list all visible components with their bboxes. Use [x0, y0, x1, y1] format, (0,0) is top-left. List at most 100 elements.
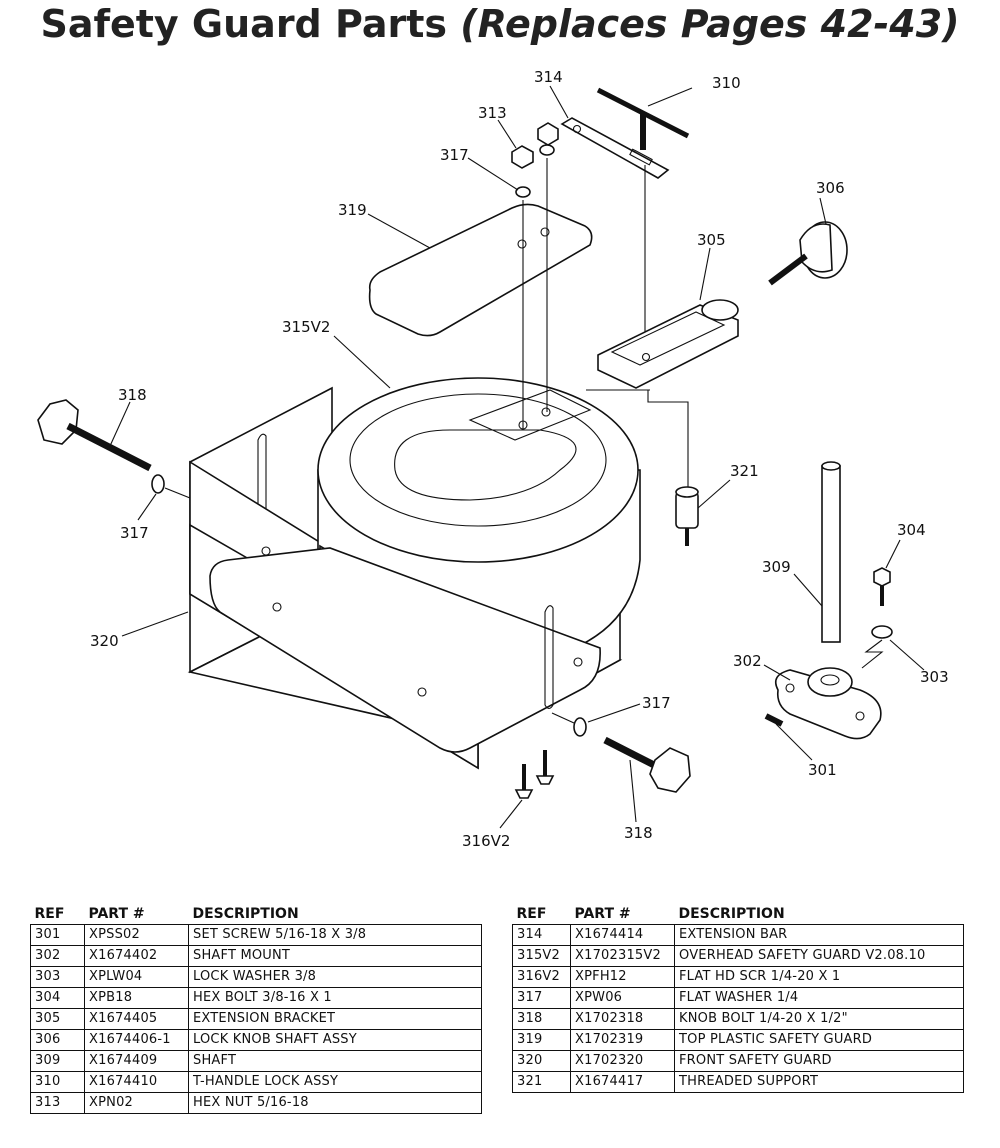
callout-317: 317 [440, 146, 469, 164]
part-number-cell: X1702315V2 [570, 945, 675, 967]
description-cell: THREADED SUPPORT [674, 1071, 964, 1093]
ref-cell: 314 [512, 924, 571, 946]
knob-bolt-left-part [37, 399, 191, 499]
header-ref: REF [34, 906, 65, 922]
description-cell: TOP PLASTIC SAFETY GUARD [674, 1029, 964, 1051]
ref-cell: 305 [30, 1008, 85, 1030]
description-cell: T-HANDLE LOCK ASSY [188, 1071, 482, 1093]
description-cell: LOCK KNOB SHAFT ASSY [188, 1029, 482, 1051]
ref-cell: 301 [30, 924, 85, 946]
description-cell: SHAFT [188, 1050, 482, 1072]
ref-cell: 306 [30, 1029, 85, 1051]
top-plastic-guard-part [368, 203, 593, 337]
extension-bracket-part [586, 299, 739, 490]
header-description: DESCRIPTION [678, 906, 785, 922]
callout-309: 309 [762, 558, 791, 576]
header-part: PART # [574, 906, 631, 922]
ref-cell: 318 [512, 1008, 571, 1030]
callout-305: 305 [697, 231, 726, 249]
part-number-cell: X1674414 [570, 924, 675, 946]
callout-306: 306 [816, 179, 845, 197]
t-handle-lock-part [596, 87, 690, 355]
callout-316v2: 316V2 [462, 832, 510, 850]
header-description: DESCRIPTION [192, 906, 299, 922]
callout-317: 317 [120, 524, 149, 542]
description-cell: FLAT WASHER 1/4 [674, 987, 964, 1009]
header-ref: REF [516, 906, 547, 922]
part-number-cell: X1674406-1 [84, 1029, 189, 1051]
part-number-cell: XPFH12 [570, 966, 675, 988]
part-number-cell: XPB18 [84, 987, 189, 1009]
callout-318: 318 [624, 824, 653, 842]
exploded-parts-diagram: 310 314 313 317 306 319 305 315V2 318 32… [0, 60, 1000, 900]
part-number-cell: X1674417 [570, 1071, 675, 1093]
table-header-row: REF PART # DESCRIPTION [513, 900, 964, 925]
part-number-cell: XPSS02 [84, 924, 189, 946]
hex-nut-washer-stack [511, 122, 559, 430]
lock-knob-part [768, 221, 848, 286]
guard-box-front [189, 523, 601, 770]
shaft-mount-assembly [764, 461, 893, 740]
callout-304: 304 [897, 521, 926, 539]
threaded-support-part [675, 486, 699, 546]
leader-lines [109, 85, 925, 829]
title-main: Safety Guard Parts [40, 2, 447, 46]
ref-cell: 302 [30, 945, 85, 967]
ref-cell: 310 [30, 1071, 85, 1093]
table-header-row: REF PART # DESCRIPTION [31, 900, 482, 925]
callout-314: 314 [534, 68, 563, 86]
callout-321: 321 [730, 462, 759, 480]
description-cell: HEX BOLT 3/8-16 X 1 [188, 987, 482, 1009]
ref-cell: 316V2 [512, 966, 571, 988]
ref-cell: 309 [30, 1050, 85, 1072]
ref-cell: 303 [30, 966, 85, 988]
callout-301: 301 [808, 761, 837, 779]
part-number-cell: XPLW04 [84, 966, 189, 988]
description-cell: FRONT SAFETY GUARD [674, 1050, 964, 1072]
callout-320: 320 [90, 632, 119, 650]
callout-319: 319 [338, 201, 367, 219]
ref-cell: 319 [512, 1029, 571, 1051]
callout-318: 318 [118, 386, 147, 404]
ref-cell: 304 [30, 987, 85, 1009]
description-cell: SET SCREW 5/16-18 X 3/8 [188, 924, 482, 946]
callout-313: 313 [478, 104, 507, 122]
extension-bar-part [560, 117, 670, 179]
callout-303: 303 [920, 668, 949, 686]
title-subtitle: (Replaces Pages 42-43) [460, 2, 960, 46]
description-cell: FLAT HD SCR 1/4-20 X 1 [674, 966, 964, 988]
ref-cell: 315V2 [512, 945, 571, 967]
part-number-cell: X1702320 [570, 1050, 675, 1072]
header-part: PART # [88, 906, 145, 922]
part-number-cell: X1674405 [84, 1008, 189, 1030]
description-cell: HEX NUT 5/16-18 [188, 1092, 482, 1114]
callout-317: 317 [642, 694, 671, 712]
ref-cell: 321 [512, 1071, 571, 1093]
callout-315v2: 315V2 [282, 318, 330, 336]
part-number-cell: XPW06 [570, 987, 675, 1009]
description-cell: LOCK WASHER 3/8 [188, 966, 482, 988]
page-title: Safety Guard Parts (Replaces Pages 42-43… [0, 2, 1000, 46]
ref-cell: 320 [512, 1050, 571, 1072]
description-cell: OVERHEAD SAFETY GUARD V2.08.10 [674, 945, 964, 967]
part-number-cell: X1702318 [570, 1008, 675, 1030]
flat-head-screws-part [514, 750, 555, 799]
ref-cell: 313 [30, 1092, 85, 1114]
ref-cell: 317 [512, 987, 571, 1009]
part-number-cell: XPN02 [84, 1092, 189, 1114]
